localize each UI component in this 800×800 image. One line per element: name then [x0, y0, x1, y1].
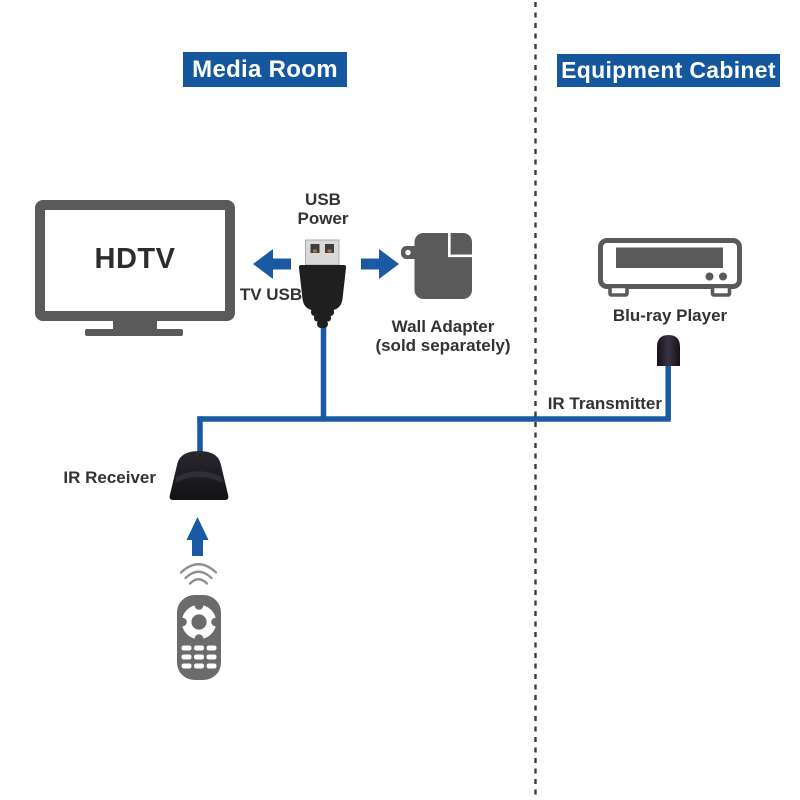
wall-adapter-line2: (sold separately) — [375, 336, 511, 355]
bluray-player-illustration — [598, 238, 742, 297]
usb-power-line2: Power — [297, 209, 349, 228]
adapter-seam-vertical — [448, 233, 451, 257]
tv-frame — [35, 200, 235, 321]
remote-button — [206, 663, 217, 669]
usb-contact-pad — [327, 249, 332, 253]
remote-button — [206, 654, 217, 660]
usb-power-label: USB Power — [273, 190, 373, 228]
dpad-notch-bottom — [194, 634, 204, 643]
ir-transmitter-label: IR Transmitter — [547, 394, 662, 413]
usb-contact-pad — [313, 249, 317, 253]
remote-button — [181, 654, 192, 660]
remote-button — [194, 654, 204, 660]
remote-control-illustration — [177, 595, 221, 680]
flow-arrows — [186, 249, 399, 556]
cable-lines — [197, 322, 671, 454]
player-button — [705, 272, 714, 281]
signal-arc-middle — [184, 570, 213, 580]
arrow-up-icon — [186, 517, 209, 556]
tv-stand-base — [85, 329, 183, 336]
remote-button — [194, 663, 204, 669]
usb-connector-illustration — [298, 239, 347, 328]
wall-adapter-illustration — [401, 233, 473, 299]
arrow-right-icon — [361, 249, 399, 279]
usb-contact-window — [325, 244, 334, 253]
hdtv-label: HDTV — [94, 243, 176, 275]
signal-arc-outer — [179, 563, 218, 574]
bluray-player-label: Blu-ray Player — [612, 306, 728, 325]
usb-strain-relief — [311, 308, 334, 316]
media-room-header: Media Room — [183, 52, 347, 87]
player-foot — [710, 284, 732, 297]
dpad-center — [191, 614, 207, 630]
player-disc-tray — [616, 247, 723, 268]
tv-usb-label: TV USB — [239, 285, 303, 304]
ir-emitter-bud — [657, 335, 680, 366]
remote-button — [181, 663, 192, 669]
usb-power-line1: USB — [305, 190, 341, 209]
hdtv-illustration — [35, 200, 235, 336]
player-button — [719, 272, 727, 281]
wall-adapter-label: Wall Adapter (sold separately) — [366, 317, 520, 355]
usb-strain-relief — [314, 314, 331, 322]
ir-receiver-illustration — [169, 451, 229, 500]
usb-contact-window — [310, 244, 320, 253]
remote-button — [206, 645, 217, 651]
ir-receiver-label: IR Receiver — [63, 468, 156, 487]
ir-transmitter-illustration — [657, 335, 680, 366]
remote-button-grid — [181, 645, 217, 669]
adapter-prong-hole — [405, 249, 411, 256]
dpad-notch-left — [178, 617, 187, 627]
tv-stand-neck — [113, 319, 157, 330]
adapter-seam-horizontal — [448, 254, 473, 258]
player-foot — [608, 284, 629, 297]
wall-adapter-line1: Wall Adapter — [391, 317, 495, 336]
ir-receiver-sheen — [175, 471, 223, 483]
dpad-notch-top — [194, 601, 204, 610]
remote-button — [181, 645, 192, 651]
adapter-body — [414, 233, 472, 299]
dpad-notch-right — [211, 617, 220, 627]
usb-plug-body — [298, 265, 347, 311]
usb-strain-relief — [317, 320, 328, 328]
equipment-cabinet-header: Equipment Cabinet — [557, 54, 780, 87]
arrow-left-icon — [253, 249, 291, 279]
signal-arc-inner — [188, 578, 209, 585]
remote-button — [194, 645, 204, 651]
ir-signal-icon — [179, 563, 218, 585]
